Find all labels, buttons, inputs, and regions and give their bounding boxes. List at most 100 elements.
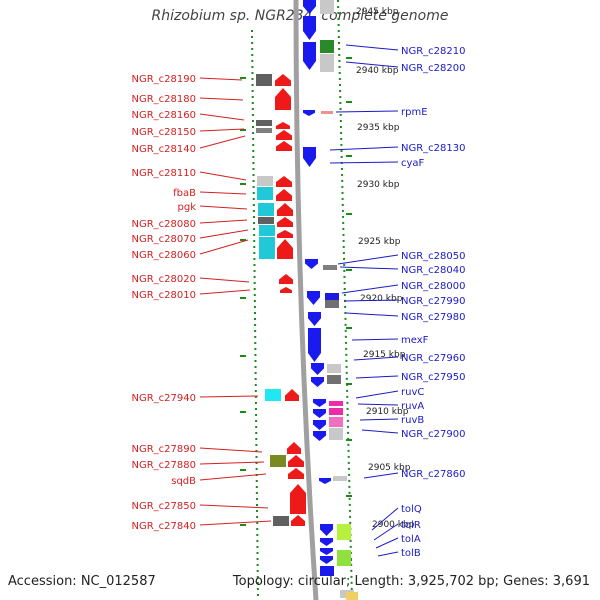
gene-label-ngr-c27940: NGR_c27940 [132,393,197,404]
gene-leader-line [363,472,399,479]
scale-tick-label: 2915 kbp [363,350,406,360]
gene-label-ngr-c28060: NGR_c28060 [132,250,197,261]
gene-arrow-reverse [320,548,333,555]
gene-leader-line [375,537,399,549]
gene-label-ngr-c28150: NGR_c28150 [132,127,197,138]
gene-block [273,516,289,526]
scale-tick-label: 2945 kbp [356,7,399,17]
gene-arrow-reverse [308,328,321,362]
gene-block [256,128,272,133]
gene-label-sqdb: sqdB [171,476,196,487]
gene-block [325,293,339,303]
scale-tick-label: 2940 kbp [356,66,399,76]
gene-label-tolq: tolQ [401,504,422,515]
gene-arrow-forward [277,239,293,259]
gene-label-ngr-c28210: NGR_c28210 [401,46,466,57]
gene-label-ngr-c27850: NGR_c27850 [132,501,197,512]
gene-arrow-reverse [305,259,318,269]
gene-leader-line [199,473,267,481]
gene-label-ngr-c27890: NGR_c27890 [132,444,197,455]
gene-block [320,566,334,576]
gene-block [329,401,343,406]
gene-arrow-reverse [313,409,326,418]
gene-arrow-forward [280,287,292,293]
gene-arrow-reverse [303,16,316,40]
gene-label-ruvc: ruvC [401,387,424,398]
gene-label-ngr-c28130: NGR_c28130 [401,143,466,154]
gene-leader-line [199,128,245,132]
gene-leader-line [199,191,247,195]
gene-arrow-forward [288,455,304,467]
scale-tick-label: 2910 kbp [366,407,409,417]
gene-leader-line [199,461,265,465]
gene-arrow-forward [277,230,293,238]
right-axis-dots [337,0,353,600]
gene-leader-line [345,312,399,317]
gene-block [337,524,351,540]
gene-arrow-forward [285,389,299,401]
scale-tick-label: 2935 kbp [357,123,400,133]
gene-arrow-reverse [313,420,326,430]
gene-block [258,203,274,216]
gene-leader-line [343,299,399,302]
gene-arrow-reverse [307,291,320,305]
gene-label-ngr-c28110: NGR_c28110 [132,168,197,179]
gene-block [270,455,286,467]
gene-leader-line [199,447,263,453]
gene-block [327,375,341,384]
gene-leader-line [329,161,399,164]
gene-leader-line [199,277,250,283]
gene-arrow-reverse [311,377,324,387]
gene-block [329,408,343,415]
gene-leader-line [355,375,399,379]
gene-block [337,550,351,566]
gene-leader-line [339,266,399,270]
gene-leader-line [199,205,248,210]
gene-arrow-reverse [313,399,326,407]
gene-leader-line [199,239,249,255]
gene-leader-line [373,523,399,541]
gene-block [259,237,275,259]
gene-label-pgk: pgk [178,202,197,213]
gene-arrow-forward [275,88,291,110]
accession-text: Accession: NC_012587 [8,574,156,589]
gene-arrow-forward [276,141,292,151]
gene-arrow-forward [276,176,292,187]
gene-block [323,265,337,270]
genome-summary-text: Topology: circular; Length: 3,925,702 bp… [232,574,590,589]
gene-block [329,428,343,440]
gene-leader-line [357,403,399,406]
gene-leader-line [377,551,399,557]
gene-block [256,74,272,86]
gene-leader-line [345,44,399,51]
gene-leader-line [359,418,399,421]
gene-arrow-forward [277,203,293,216]
gene-leader-line [345,61,399,68]
gene-label-mexf: mexF [401,335,429,346]
gene-leader-line [355,390,399,399]
scale-tick-label: 2925 kbp [358,237,401,247]
gene-label-ngr-c27880: NGR_c27880 [132,460,197,471]
gene-block [320,40,334,53]
gene-arrow-forward [279,274,293,284]
gene-leader-line [199,97,244,101]
gene-label-ruvb: ruvB [401,415,424,426]
gene-leader-line [199,219,248,224]
gene-label-ngr-c28140: NGR_c28140 [132,144,197,155]
gene-features [256,0,358,600]
genome-backbone [293,0,319,600]
gene-arrow-reverse [308,312,321,326]
gene-label-ruva: ruvA [401,401,424,412]
gene-block [329,417,343,427]
left-gene-labels: NGR_c28190NGR_c28180NGR_c28160NGR_c28150… [132,74,272,532]
gene-block [257,187,273,200]
scale-tick-label: 2905 kbp [368,463,411,473]
gene-arrow-forward [277,217,293,227]
gene-arrow-forward [290,484,306,514]
gene-block [320,54,334,72]
gene-arrow-reverse [311,363,324,375]
gene-label-ngr-c28200: NGR_c28200 [401,63,466,74]
gene-arrow-forward [276,122,290,129]
gene-label-ngr-c27960: NGR_c27960 [401,353,466,364]
